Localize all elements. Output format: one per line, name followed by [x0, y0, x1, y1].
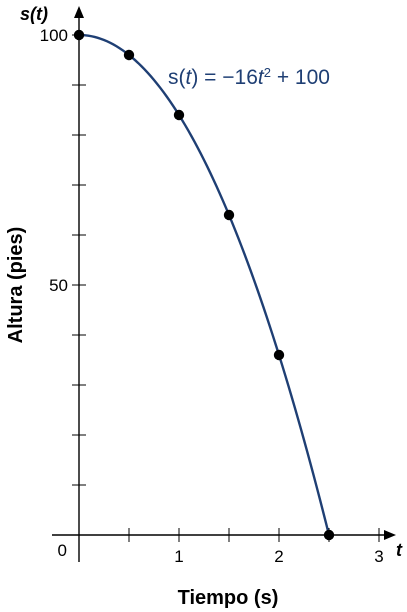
y-axis-title: Altura (pies) — [5, 227, 27, 344]
y-axis-arrow-icon — [74, 6, 84, 18]
data-point — [273, 349, 285, 361]
equation-lhs-suffix: ) = −16 — [191, 66, 258, 89]
data-point — [323, 529, 335, 541]
equation-annotation: s(t) = −16t2 + 100 — [168, 65, 330, 90]
x-tick-label: 3 — [374, 547, 383, 566]
equation-lhs-var: t — [186, 66, 193, 89]
x-tick-label: 2 — [274, 547, 283, 566]
data-point — [223, 209, 235, 221]
y-tick-label: 100 — [40, 26, 68, 45]
ticks — [72, 34, 380, 542]
equation-rhs-suffix: + 100 — [271, 66, 330, 89]
data-point — [173, 109, 185, 121]
equation-exponent: 2 — [264, 65, 271, 80]
x-axis-arrow-icon — [384, 530, 396, 540]
equation-rhs-var: t — [258, 66, 265, 89]
tick-labels: 1 2 3 50 100 — [40, 26, 384, 566]
origin-label: 0 — [58, 541, 67, 560]
y-tick-label: 50 — [49, 276, 68, 295]
equation-lhs-prefix: s( — [168, 66, 186, 89]
series-line-s-of-t — [78, 33, 331, 536]
axes — [52, 6, 396, 562]
x-axis-title: Tiempo (s) — [178, 587, 279, 609]
data-point — [123, 49, 135, 61]
data-point — [73, 29, 85, 41]
x-tick-label: 1 — [174, 547, 183, 566]
data-points — [73, 29, 335, 541]
y-variable-label: s(t) — [20, 4, 48, 24]
x-variable-label: t — [396, 540, 403, 560]
